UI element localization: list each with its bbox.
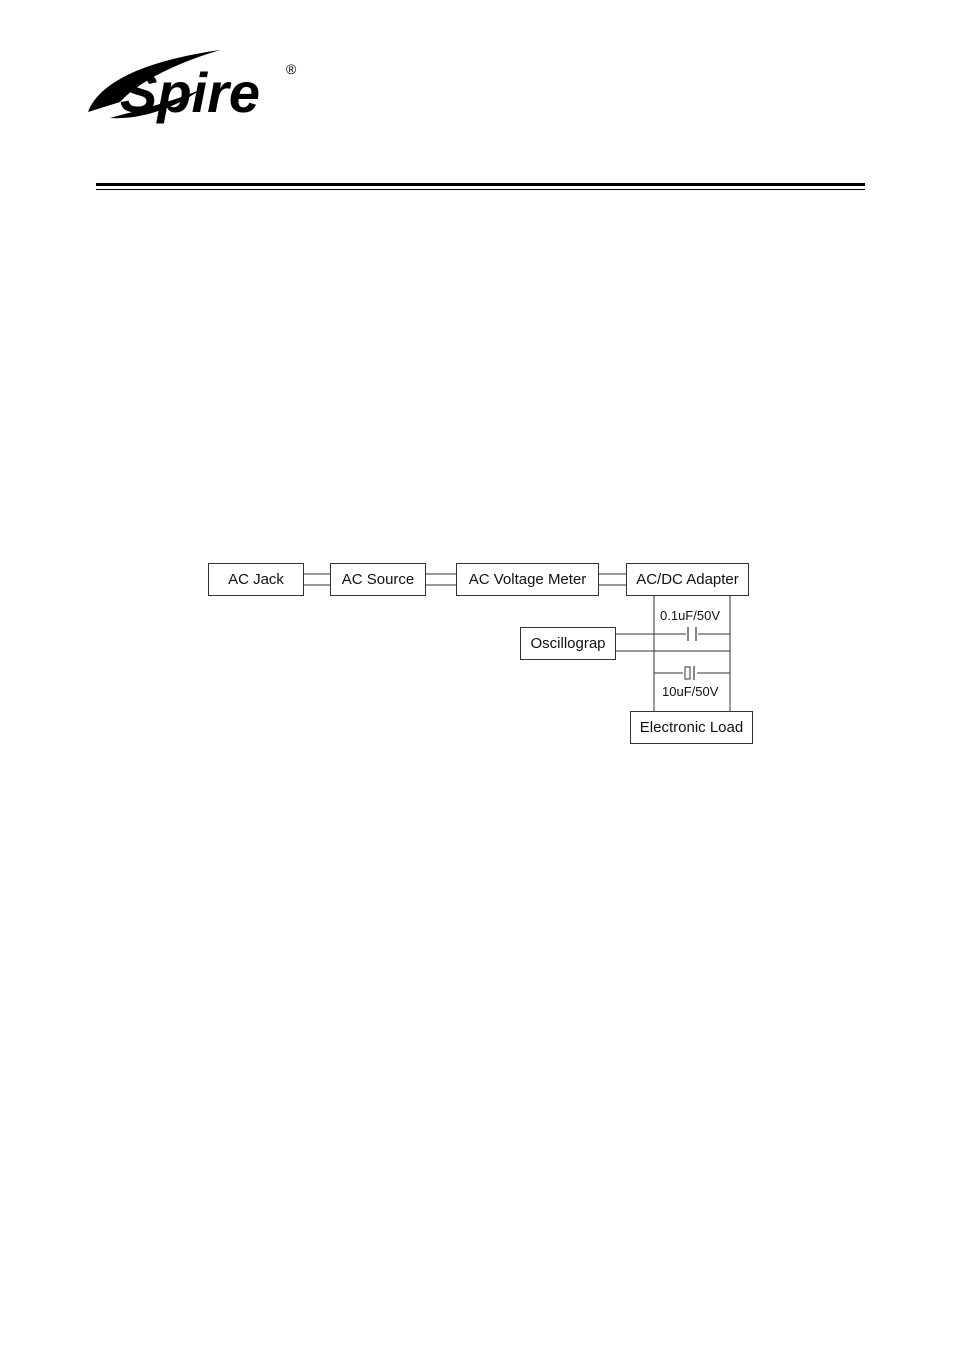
block-acdc-adapter: AC/DC Adapter (626, 563, 749, 596)
header-rule (96, 183, 865, 191)
capacitor-01uf-icon (686, 627, 698, 641)
block-ac-source: AC Source (330, 563, 426, 596)
header-rule-thin (96, 189, 865, 190)
logo-wordmark: Spire (120, 61, 260, 124)
block-electronic-load: Electronic Load (630, 711, 753, 744)
registered-mark: ® (286, 61, 297, 77)
logo-swoosh (88, 50, 220, 112)
spire-logo: Spire ® (88, 50, 297, 124)
block-oscillograph: Oscillograp (520, 627, 616, 660)
capacitor-10uf-label: 10uF/50V (662, 684, 719, 699)
block-ac-jack: AC Jack (208, 563, 304, 596)
capacitor-01uf-label: 0.1uF/50V (660, 608, 720, 623)
header-rule-thick (96, 183, 865, 186)
capacitor-10uf-icon (683, 665, 697, 681)
block-ac-voltage-meter: AC Voltage Meter (456, 563, 599, 596)
